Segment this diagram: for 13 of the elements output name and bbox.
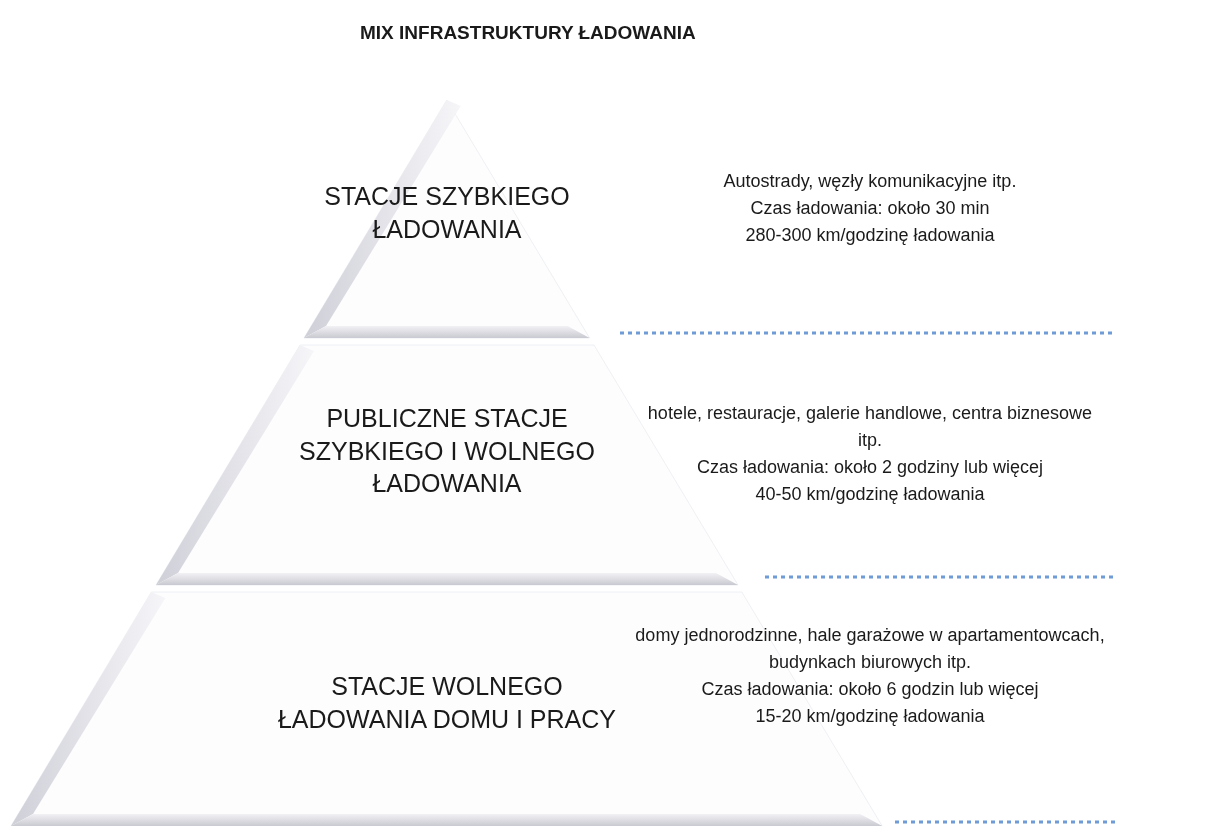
tier-label: PUBLICZNE STACJE SZYBKIEGO I WOLNEGO ŁADOWANIA — [298, 403, 596, 499]
description-text: Czas ładowania: około 6 godzin lub więcej — [700, 678, 1040, 701]
diagram-title: MIX INFRASTRUKTURY ŁADOWANIA — [360, 22, 696, 44]
tier-label: STACJE SZYBKIEGO ŁADOWANIA — [323, 181, 571, 245]
description-text: Czas ładowania: około 30 min — [749, 197, 991, 220]
tier-label: STACJE WOLNEGO ŁADOWANIA DOMU I PRACY — [277, 671, 617, 735]
description-text: Czas ładowania: około 2 godziny lub więcej — [695, 456, 1045, 479]
description-text: 280-300 km/godzinę ładowania — [744, 224, 996, 247]
description-text: domy jednorodzinne, hale garażowe w apartamentowcach, budynkach biurowych itp. — [635, 624, 1105, 674]
description-text: 15-20 km/godzinę ładowania — [754, 705, 986, 728]
description-text: hotele, restauracje, galerie handlowe, centra biznesowe itp. — [646, 402, 1094, 452]
description-text: Autostrady, węzły komunikacyjne itp. — [722, 170, 1018, 193]
description-text: 40-50 km/godzinę ładowania — [754, 483, 986, 506]
